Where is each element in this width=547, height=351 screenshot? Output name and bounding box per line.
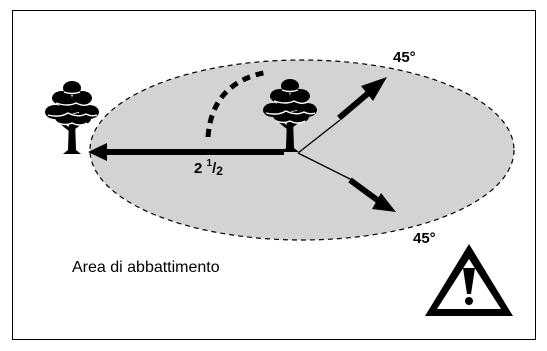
direction-line-upper — [297, 119, 341, 154]
fall-arc — [205, 69, 269, 138]
distance-arrow — [88, 143, 284, 161]
arrow-lower — [348, 177, 396, 212]
direction-line-lower — [297, 152, 353, 181]
angle-label-lower: 45° — [413, 230, 436, 247]
distance-label: 2 1/2 — [194, 158, 223, 178]
arrow-upper — [337, 77, 387, 121]
diagram-frame — [12, 10, 536, 340]
warning-triangle-icon — [425, 244, 513, 316]
area-label: Area di abbattimento — [72, 259, 220, 276]
angle-label-upper: 45° — [393, 49, 416, 66]
